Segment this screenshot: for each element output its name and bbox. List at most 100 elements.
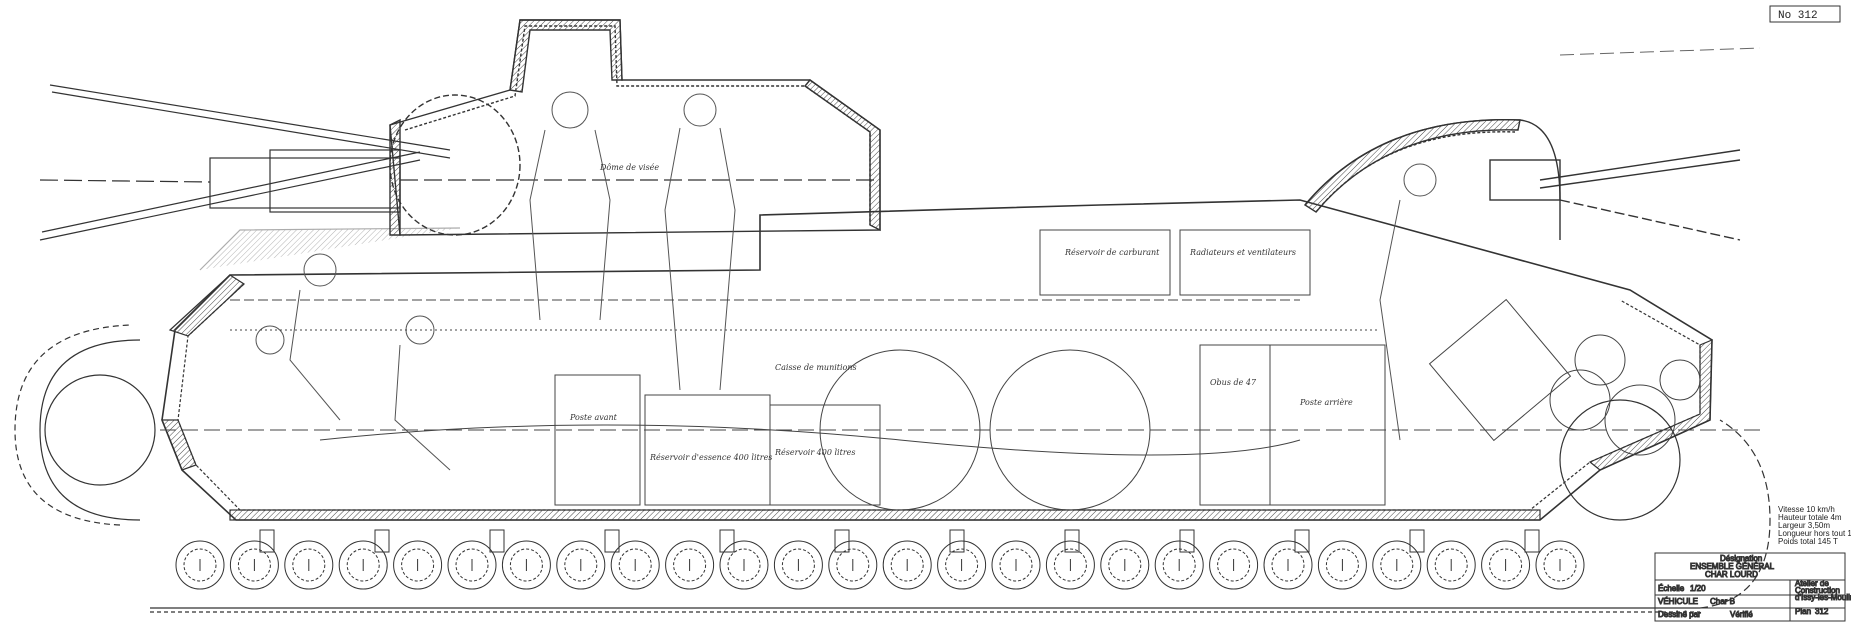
title-block: Désignation ENSEMBLE GÉNÉRAL CHAR LOURD …	[1654, 552, 1851, 622]
atelier-line3: d'Issy-les-Moulineaux	[1795, 593, 1851, 602]
designation-line2: CHAR LOURD	[1705, 570, 1758, 579]
road-wheel	[991, 540, 1041, 590]
road-wheel	[447, 540, 497, 590]
road-wheel-hub	[1217, 548, 1251, 582]
road-wheel-hub	[1543, 548, 1577, 582]
road-wheel-hub	[564, 548, 598, 582]
road-wheel-hub	[1325, 548, 1359, 582]
road-wheel	[1100, 540, 1150, 590]
road-wheel-hub	[401, 548, 435, 582]
scale-value: 1/20	[1690, 584, 1706, 593]
road-wheel	[1263, 540, 1313, 590]
main-gun	[39, 84, 880, 241]
road-wheel	[556, 540, 606, 590]
road-wheel	[773, 540, 823, 590]
track	[14, 324, 1771, 613]
suspension-bogie	[1179, 529, 1195, 553]
hull	[161, 199, 1713, 521]
road-wheel	[1481, 540, 1531, 590]
suspension-bogie	[1524, 529, 1540, 553]
road-wheel	[719, 540, 769, 590]
road-wheel-hub	[727, 548, 761, 582]
road-wheel	[501, 540, 551, 590]
label-rear-post: Poste arrière	[1299, 398, 1353, 407]
road-wheel-hub	[1380, 548, 1414, 582]
road-wheel	[1426, 540, 1476, 590]
road-wheel	[284, 540, 334, 590]
road-wheel-hub	[1053, 548, 1087, 582]
designation-label: Désignation	[1720, 554, 1762, 563]
interior-compartments	[160, 229, 1760, 511]
rear-transmission	[1428, 298, 1701, 456]
plan-label: Plan	[1795, 607, 1811, 616]
road-wheel	[338, 540, 388, 590]
spec-note: Hauteur totale 4m	[1778, 513, 1842, 522]
spec-note: Largeur 3,50m	[1778, 521, 1830, 530]
main-turret	[389, 19, 881, 236]
label-rear-tank-2: Réservoir 400 litres	[774, 448, 856, 457]
road-wheel-hub	[1108, 548, 1142, 582]
vehicle-value: Char B	[1710, 597, 1735, 606]
drawing-number: No 312	[1778, 10, 1818, 22]
road-wheels	[175, 529, 1585, 590]
label-ammo-rack: Caisse de munitions	[775, 363, 857, 372]
spec-note: Vitesse 10 km/h	[1778, 505, 1835, 514]
road-wheel-hub	[999, 548, 1033, 582]
spec-notes: Vitesse 10 km/h Hauteur totale 4m Largeu…	[1778, 505, 1851, 546]
road-wheel-hub	[455, 548, 489, 582]
label-fuel-tank-right: Radiateurs et ventilateurs	[1189, 248, 1296, 257]
road-wheel-hub	[945, 548, 979, 582]
spec-note: Poids total 145 T	[1778, 537, 1838, 546]
drawing-reference-box: No 312	[1769, 5, 1841, 23]
suspension-bogie	[489, 529, 505, 553]
road-wheel-hub	[781, 548, 815, 582]
suspension-bogie	[604, 529, 620, 553]
road-wheel-hub	[1489, 548, 1523, 582]
suspension-bogie	[949, 529, 965, 553]
road-wheel-hub	[1271, 548, 1305, 582]
suspension-bogie	[719, 529, 735, 553]
signature-label: Dessiné par	[1658, 610, 1701, 619]
road-wheel	[828, 540, 878, 590]
scale-line	[1559, 47, 1761, 56]
suspension-bogie	[374, 529, 390, 553]
road-wheel-hub	[1434, 548, 1468, 582]
suspension-bogie	[834, 529, 850, 553]
road-wheel	[1317, 540, 1367, 590]
road-wheel	[175, 540, 225, 590]
label-engine-front: Poste avant	[569, 413, 618, 422]
road-wheel	[1535, 540, 1585, 590]
road-wheel-hub	[346, 548, 380, 582]
suspension-bogie	[1409, 529, 1425, 553]
label-rear-tank-1: Réservoir d'essence 400 litres	[649, 453, 772, 462]
suspension-bogie	[1064, 529, 1080, 553]
rear-turret	[1303, 119, 1741, 241]
atelier-line2: Construction	[1795, 586, 1840, 595]
road-wheel-hub	[890, 548, 924, 582]
road-wheel	[1372, 540, 1422, 590]
vehicle-label: VÉHICULE	[1658, 597, 1698, 606]
spec-note: Longueur hors tout 10m	[1778, 529, 1851, 538]
road-wheel	[229, 540, 279, 590]
label-fuel-tank-left: Réservoir de carburant	[1064, 248, 1160, 257]
label-turret-ceiling: Dôme de visée	[599, 163, 659, 172]
road-wheel	[665, 540, 715, 590]
road-wheel	[1154, 540, 1204, 590]
checked-label: Vérifié	[1730, 610, 1753, 619]
suspension-bogie	[259, 529, 275, 553]
scale-label: Échelle	[1658, 584, 1685, 593]
crew-figures	[255, 91, 1437, 471]
label-shell-47: Obus de 47	[1210, 378, 1257, 387]
road-wheel-hub	[673, 548, 707, 582]
road-wheel-hub	[237, 548, 271, 582]
road-wheel	[937, 540, 987, 590]
road-wheel-hub	[183, 548, 217, 582]
road-wheel-hub	[292, 548, 326, 582]
road-wheel	[882, 540, 932, 590]
road-wheel-hub	[509, 548, 543, 582]
road-wheel-hub	[1162, 548, 1196, 582]
road-wheel	[1045, 540, 1095, 590]
designation-line1: ENSEMBLE GÉNÉRAL	[1690, 562, 1775, 571]
road-wheel-hub	[618, 548, 652, 582]
